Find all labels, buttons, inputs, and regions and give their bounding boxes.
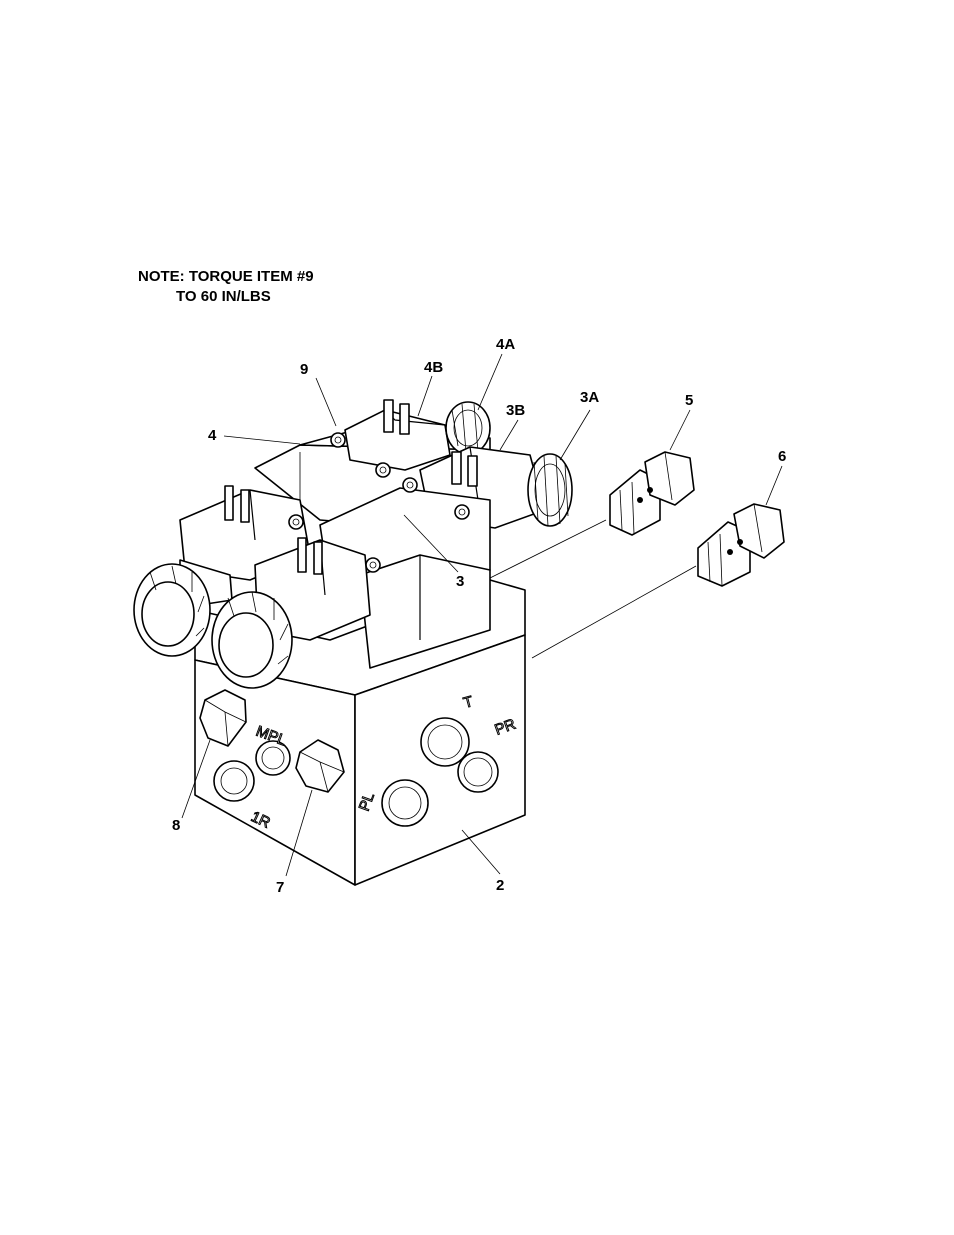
callout-7: 7 <box>276 879 284 896</box>
port-label-pl: PL <box>356 790 378 813</box>
callout-3b: 3B <box>506 402 525 419</box>
callout-6: 6 <box>778 448 786 465</box>
callout-4a: 4A <box>496 336 515 353</box>
knurled-nut-4a <box>445 401 491 455</box>
torque-note-line-1: NOTE: TORQUE ITEM #9 <box>138 268 314 285</box>
callout-3a: 3A <box>580 389 599 406</box>
callout-4b: 4B <box>424 359 443 376</box>
solenoid-coil-4b <box>330 399 451 471</box>
callout-2: 2 <box>496 877 504 894</box>
hex-plug-8 <box>199 689 247 747</box>
cartridge-valve-6 <box>697 503 785 587</box>
install-line-5 <box>489 519 607 579</box>
knurled-nut-3a <box>527 453 573 527</box>
torque-note-line-2: TO 60 IN/LBS <box>176 288 271 305</box>
hex-plug-7 <box>295 739 345 793</box>
callout-9: 9 <box>300 361 308 378</box>
leader-lines <box>181 353 783 877</box>
install-line-6 <box>531 565 697 659</box>
callout-5: 5 <box>685 392 693 409</box>
callout-3: 3 <box>456 573 464 590</box>
callout-8: 8 <box>172 817 180 834</box>
callout-4: 4 <box>208 427 217 444</box>
knurled-nut-left <box>133 563 211 657</box>
valve-body-front <box>288 462 491 669</box>
cartridge-valve-5 <box>609 451 695 536</box>
knurled-nut-front <box>211 591 293 689</box>
